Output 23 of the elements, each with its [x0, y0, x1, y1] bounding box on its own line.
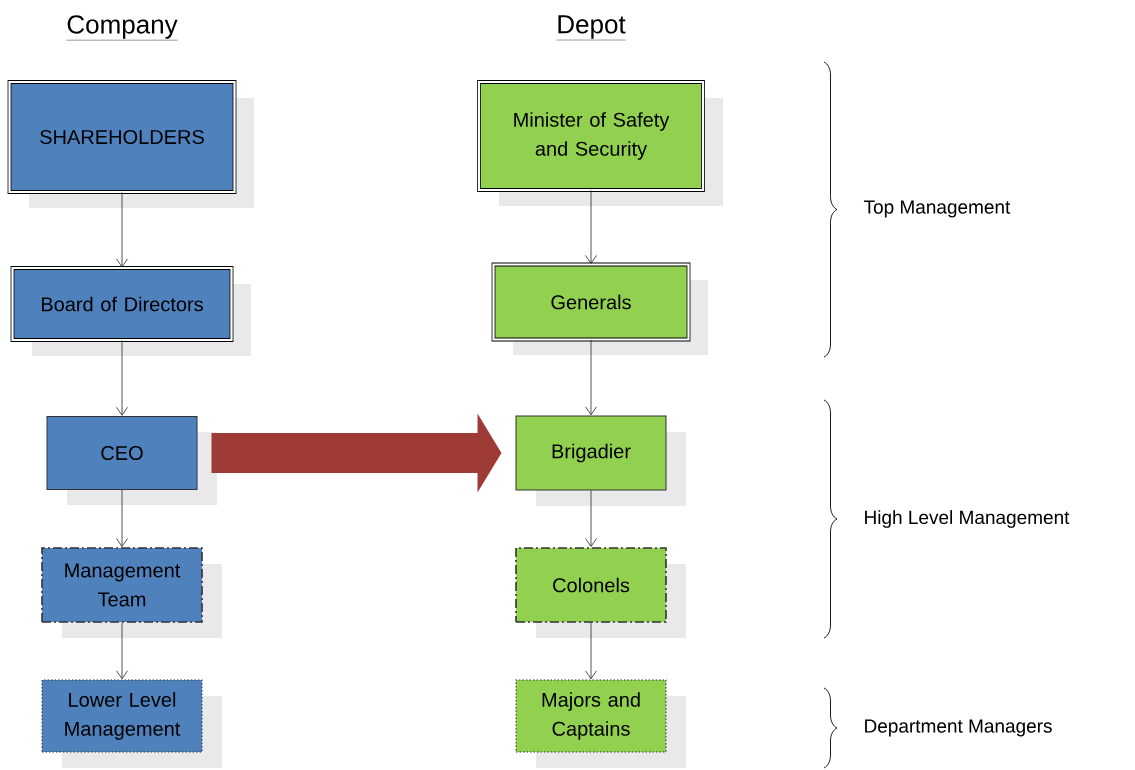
arrow [585, 190, 597, 264]
org-box: Brigadier [515, 415, 686, 506]
org-box: Colonels [515, 547, 686, 638]
heading: Company [66, 15, 178, 41]
group-label: High Level Management [865, 510, 1070, 528]
arrow [585, 622, 597, 680]
arrow [585, 490, 597, 547]
org-box: Generals [491, 262, 708, 355]
arrow [585, 339, 597, 416]
group-label: Top Management [863, 200, 1011, 218]
org-box: Management Team [41, 547, 222, 638]
group-label: Department Managers [865, 719, 1052, 737]
arrow [116, 622, 128, 680]
arrow [116, 340, 128, 416]
arrow [116, 489, 128, 547]
org-box: Lower Level Management [41, 679, 222, 768]
org-box: Minister of Safety and Security [477, 80, 723, 206]
heading: Depot [556, 15, 626, 41]
org-box: Majors and Captains [515, 679, 686, 768]
org-box: Board of Directors [10, 266, 251, 356]
arrow [116, 192, 128, 268]
org-box: CEO [46, 416, 217, 505]
org-box: SHAREHOLDERS [7, 80, 254, 208]
